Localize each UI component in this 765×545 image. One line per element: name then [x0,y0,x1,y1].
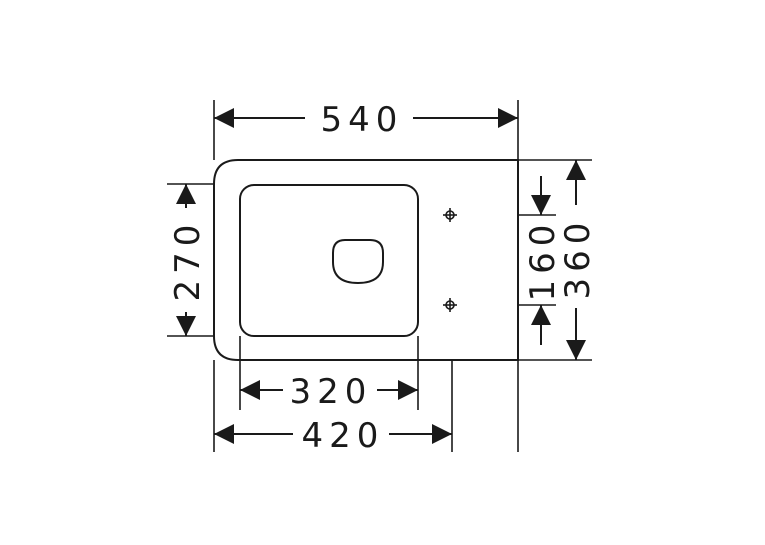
dimension-label-420: 420 [302,416,385,456]
extension-lines [167,100,592,452]
mounting-hole-bottom [443,298,457,312]
drain-opening [332,239,384,285]
dimension-label-320: 320 [290,372,373,412]
dimension-label-360: 360 [558,217,598,300]
mounting-hole-top [443,208,457,222]
toilet-body-outline [213,159,519,361]
toilet-bowl-outline [239,184,419,337]
dimension-label-270: 270 [168,219,208,302]
dimension-label-160: 160 [523,219,563,302]
dimension-label-540: 540 [321,100,404,140]
